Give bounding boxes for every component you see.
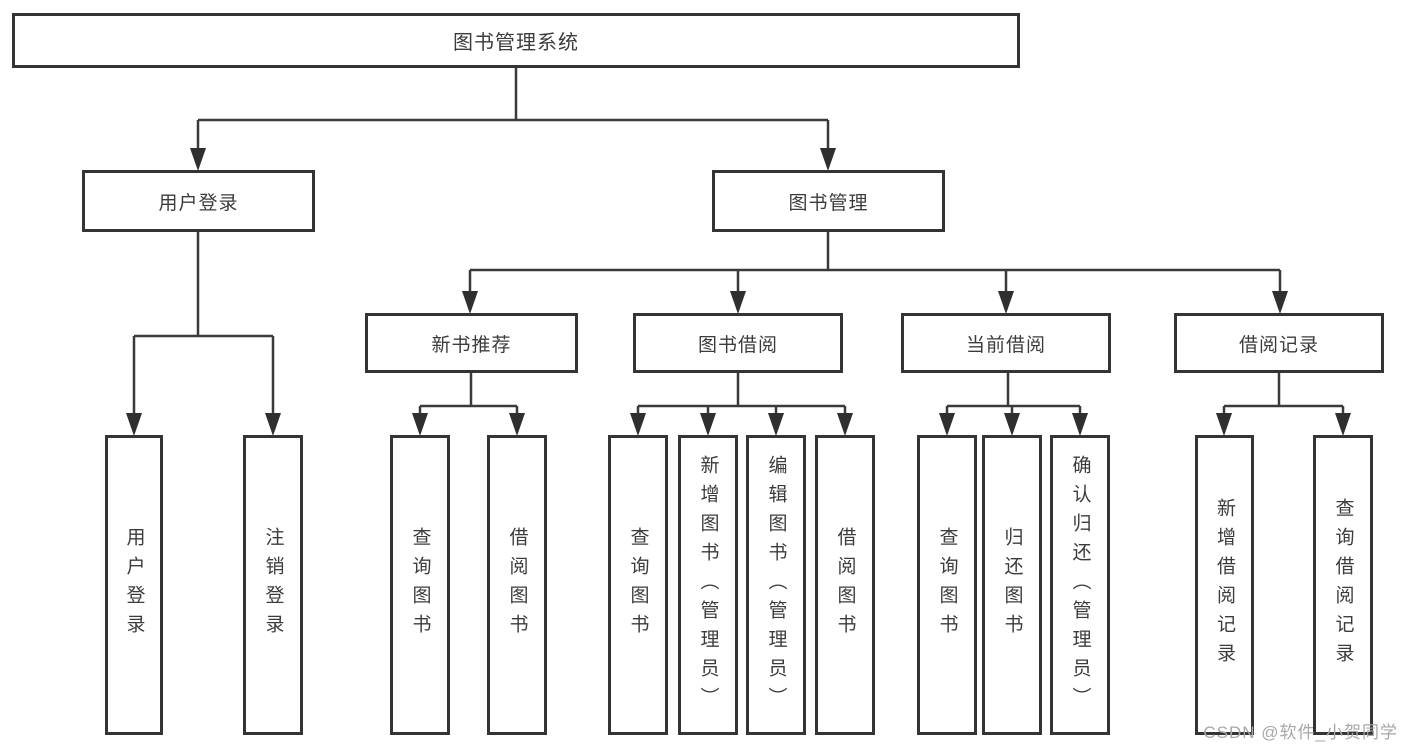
leaf-query-books-recommend: 查询图书	[390, 435, 450, 735]
connector-line	[636, 373, 847, 416]
connector-line	[418, 373, 519, 416]
connector-line	[132, 232, 275, 416]
node-borrowing-records: 借阅记录	[1174, 313, 1384, 373]
connector-line	[945, 373, 1082, 416]
node-label: 查询图书	[936, 527, 958, 643]
leaf-add-borrow-record: 新增借阅记录	[1195, 435, 1254, 735]
leaf-logout: 注销登录	[243, 435, 303, 735]
connector-line	[1222, 373, 1345, 416]
node-label: 图书管理	[788, 192, 869, 214]
leaf-borrow-books-recommend: 借阅图书	[487, 435, 547, 735]
node-label: 确认归还（管理员）	[1069, 454, 1091, 716]
arrow-down-icon	[1004, 413, 1020, 436]
node-label: 查询图书	[627, 527, 649, 643]
node-library-system: 图书管理系统	[12, 13, 1020, 68]
node-label: 新增借阅记录	[1214, 498, 1235, 672]
node-label: 用户登录	[123, 527, 145, 643]
arrow-down-icon	[1335, 413, 1351, 436]
node-book-management: 图书管理	[712, 170, 945, 232]
arrow-down-icon	[126, 413, 142, 436]
arrow-down-icon	[730, 291, 746, 314]
node-label: 注销登录	[262, 527, 284, 643]
node-label: 图书管理系统	[453, 32, 579, 54]
arrow-down-icon	[265, 413, 281, 436]
arrow-down-icon	[462, 291, 478, 314]
arrow-down-icon	[509, 413, 525, 436]
arrow-down-icon	[837, 413, 853, 436]
arrow-down-icon	[630, 413, 646, 436]
arrow-down-icon	[1272, 291, 1288, 314]
arrow-down-icon	[1216, 413, 1232, 436]
arrow-down-icon	[1072, 413, 1088, 436]
node-label: 新增图书（管理员）	[697, 454, 719, 716]
node-label: 借阅图书	[506, 527, 528, 643]
leaf-user-login: 用户登录	[105, 435, 163, 735]
node-label: 借阅记录	[1238, 334, 1319, 356]
arrow-down-icon	[190, 148, 206, 171]
node-current-borrowing: 当前借阅	[901, 313, 1111, 373]
leaf-query-books-current: 查询图书	[917, 435, 977, 735]
node-new-book-recommend: 新书推荐	[365, 313, 578, 373]
connector-line	[468, 232, 1282, 294]
leaf-borrow-books: 借阅图书	[815, 435, 875, 735]
node-book-borrowing: 图书借阅	[633, 313, 843, 373]
node-user-login: 用户登录	[82, 170, 315, 232]
node-label: 图书借阅	[697, 334, 778, 356]
node-label: 查询借阅记录	[1332, 498, 1354, 672]
node-label: 编辑图书（管理员）	[765, 454, 787, 716]
arrow-down-icon	[700, 413, 716, 436]
node-label: 新书推荐	[431, 334, 512, 356]
watermark: CSDN @软件_小贺同学	[1203, 723, 1398, 742]
arrow-down-icon	[412, 413, 428, 436]
leaf-confirm-return-admin: 确认归还（管理员）	[1050, 435, 1110, 735]
node-label: 用户登录	[158, 192, 239, 214]
node-label: 借阅图书	[834, 527, 856, 643]
arrow-down-icon	[998, 291, 1014, 314]
node-label: 查询图书	[409, 527, 431, 643]
leaf-return-book: 归还图书	[982, 435, 1042, 735]
arrow-down-icon	[939, 413, 955, 436]
leaf-edit-book-admin: 编辑图书（管理员）	[746, 435, 806, 735]
leaf-add-book-admin: 新增图书（管理员）	[678, 435, 738, 735]
leaf-query-books-borrow: 查询图书	[608, 435, 668, 735]
leaf-query-borrow-record: 查询借阅记录	[1313, 435, 1373, 735]
connector-line	[196, 68, 830, 150]
arrow-down-icon	[820, 148, 836, 171]
arrow-down-icon	[768, 413, 784, 436]
node-label: 归还图书	[1001, 527, 1023, 643]
node-label: 当前借阅	[965, 334, 1046, 356]
